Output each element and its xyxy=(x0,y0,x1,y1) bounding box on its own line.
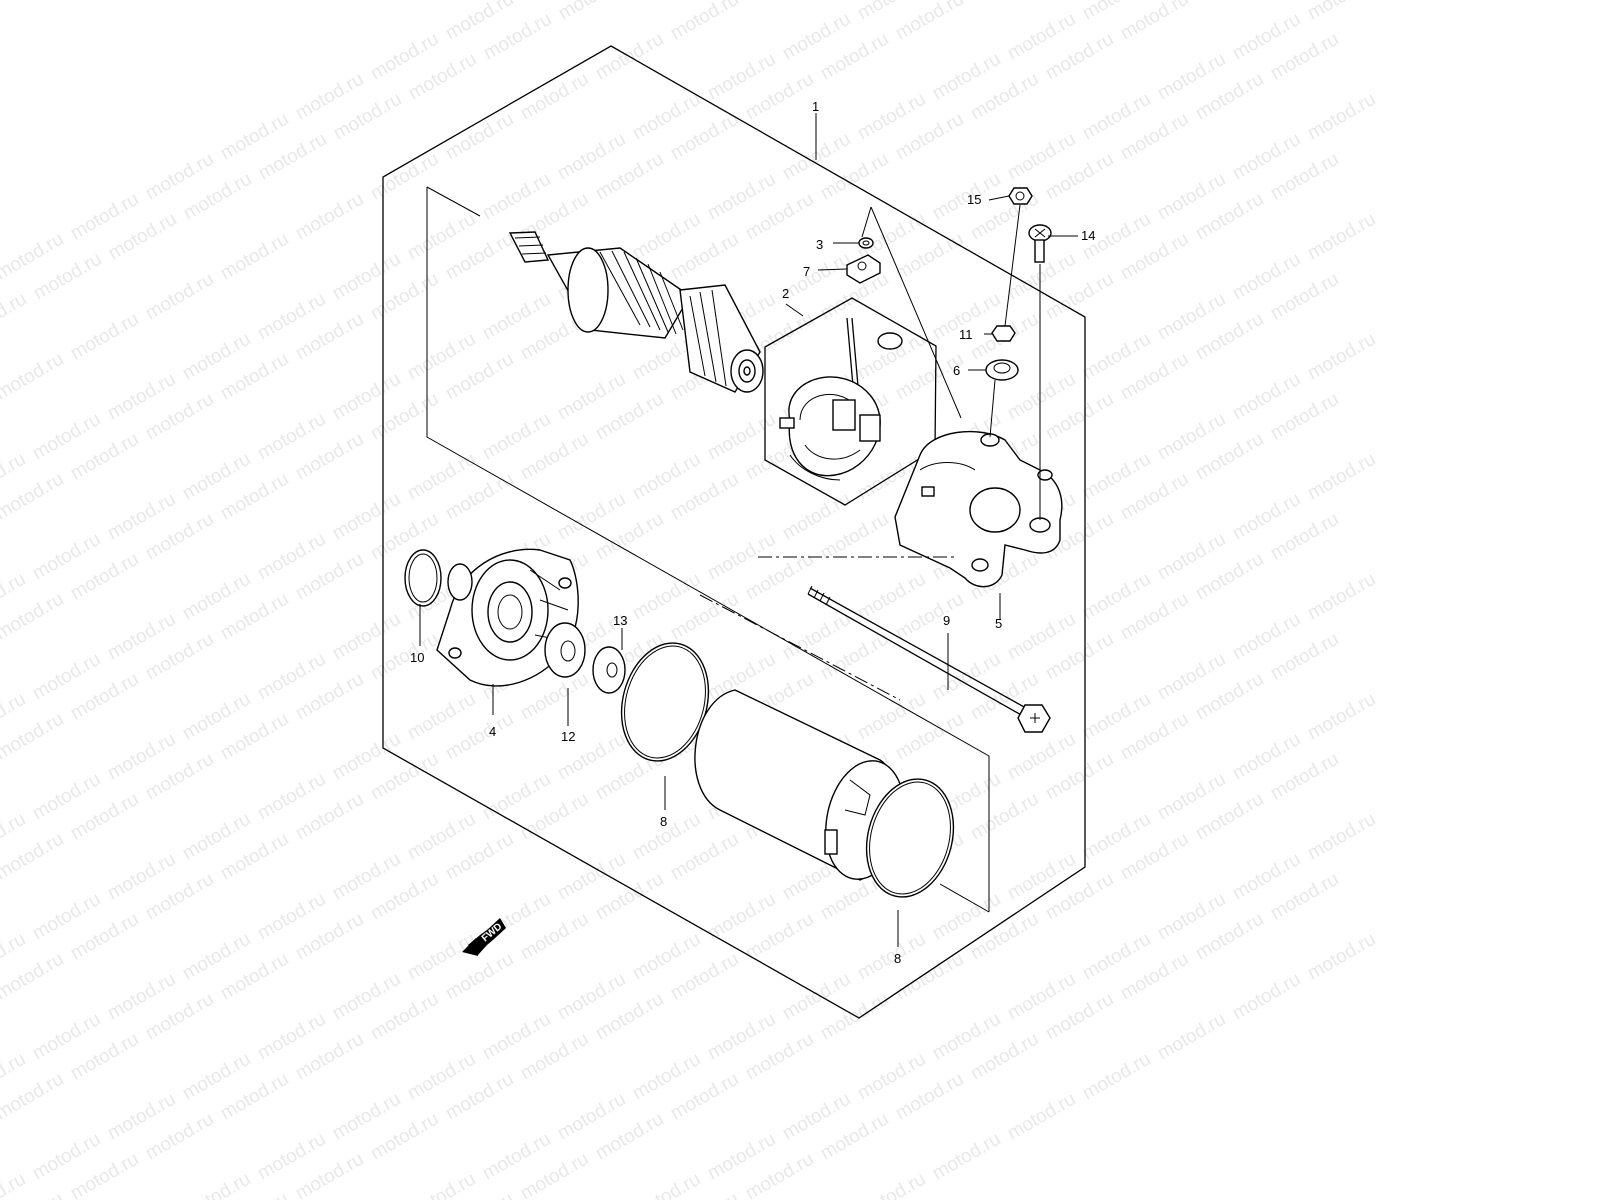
watermark-text: motod.ru xyxy=(292,189,367,245)
callout-4: 4 xyxy=(489,724,496,739)
watermark-text: motod.ru xyxy=(1304,209,1379,265)
watermark-text: motod.ru xyxy=(629,1169,704,1200)
watermark-text: motod.ru xyxy=(217,229,292,285)
o-ring-icon xyxy=(865,778,955,898)
watermark-text: motod.ru xyxy=(892,0,967,44)
watermark-text: motod.ru xyxy=(1304,569,1379,625)
watermark-text: motod.ru xyxy=(1117,0,1192,44)
callout-11: 11 xyxy=(959,327,973,342)
brush-holder-icon xyxy=(779,317,903,481)
watermark-text: motod.ru xyxy=(742,0,817,4)
callout-1: 1 xyxy=(812,99,819,114)
callout-14: 14 xyxy=(1081,228,1095,243)
watermark-text: motod.ru xyxy=(1304,329,1379,385)
watermark-text: motod.ru xyxy=(667,0,742,44)
watermark-text: motod.ru xyxy=(1304,929,1379,985)
washer-icon xyxy=(858,237,874,249)
watermark-text: motod.ru xyxy=(0,349,67,405)
assembly-outline xyxy=(382,45,1086,1019)
watermark-text: motod.ru xyxy=(0,289,30,345)
callout-13: 13 xyxy=(613,613,627,628)
callout-3: 3 xyxy=(816,237,823,252)
callout-layer: 1 2 3 4 5 6 7 8 8 9 10 11 12 13 14 15 xyxy=(410,99,1095,966)
callout-2: 2 xyxy=(782,286,789,301)
watermark-text: motod.ru xyxy=(1229,969,1304,1025)
washer-icon xyxy=(544,622,626,694)
o-ring-icon xyxy=(404,549,442,607)
watermark-text: motod.ru xyxy=(67,309,142,365)
watermark-text: motod.ru xyxy=(1304,689,1379,745)
watermark-text: motod.ru xyxy=(142,269,217,325)
end-cover-icon xyxy=(894,430,1063,588)
terminal-plate-icon xyxy=(846,254,881,284)
callout-9: 9 xyxy=(943,613,950,628)
watermark-text: motod.ru xyxy=(1004,1089,1079,1145)
callout-12: 12 xyxy=(561,729,575,744)
watermark-text: motod.ru xyxy=(1304,449,1379,505)
watermark-text: motod.ru xyxy=(1304,809,1379,865)
watermark-text: motod.ru xyxy=(1304,0,1379,24)
watermark-text: motod.ru xyxy=(404,1169,479,1200)
watermark-layer: motod.rumotod.rumotod.rumotod.rumotod.ru… xyxy=(0,0,1379,1200)
watermark-text: motod.ru xyxy=(854,1169,929,1200)
watermark-text: motod.ru xyxy=(929,1129,1004,1185)
watermark-text: motod.ru xyxy=(367,149,442,205)
callout-5: 5 xyxy=(995,616,1002,631)
watermark-text: motod.ru xyxy=(179,1169,254,1200)
callout-8b: 8 xyxy=(894,951,901,966)
housing-icon xyxy=(436,548,579,687)
watermark-text: motod.ru xyxy=(967,0,1042,4)
watermark-text: motod.ru xyxy=(1304,89,1379,145)
callout-7: 7 xyxy=(803,264,810,279)
leader-lines xyxy=(419,113,1078,947)
callout-6: 6 xyxy=(953,363,960,378)
armature-icon xyxy=(508,231,764,393)
watermark-text: motod.ru xyxy=(555,0,630,24)
o-ring-icon xyxy=(620,642,710,762)
watermark-text: motod.ru xyxy=(1079,1049,1154,1105)
callout-10: 10 xyxy=(410,650,424,665)
callout-8a: 8 xyxy=(660,814,667,829)
callout-15: 15 xyxy=(967,192,981,207)
watermark-text: motod.ru xyxy=(517,69,592,125)
watermark-text: motod.ru xyxy=(0,1169,29,1200)
bolt-icon xyxy=(807,585,1051,733)
watermark-text: motod.ru xyxy=(1192,0,1267,4)
watermark-text: motod.ru xyxy=(1154,1009,1229,1065)
